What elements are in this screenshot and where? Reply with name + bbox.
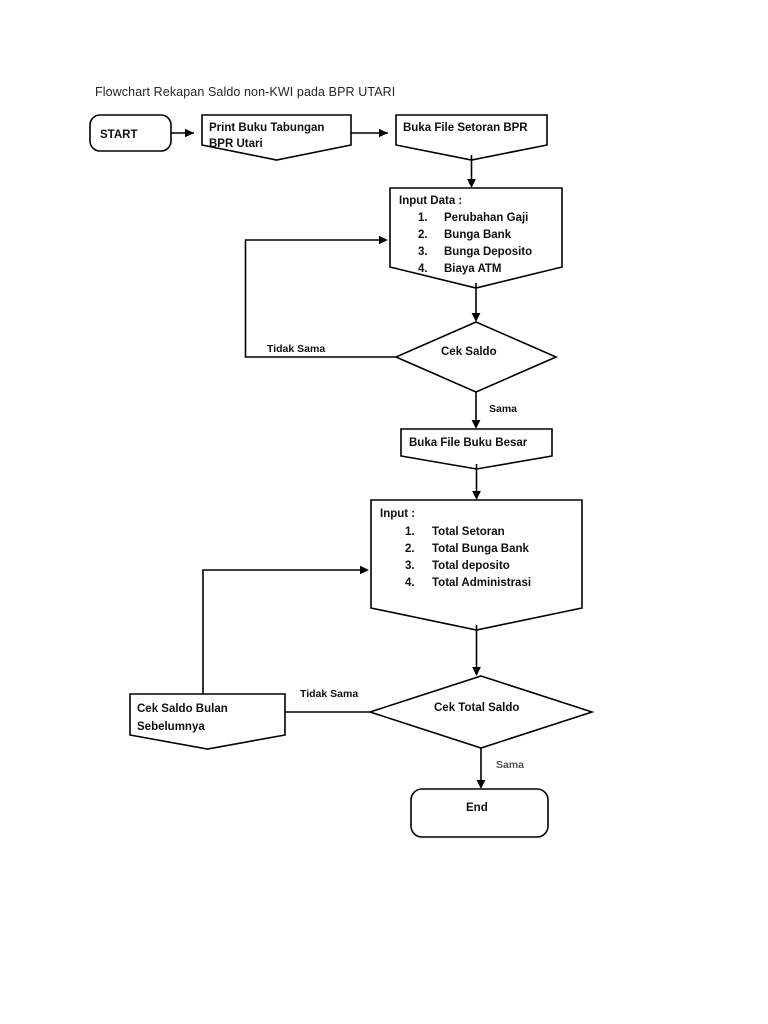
connector-cek-total-sama-to-end: Sama — [476, 748, 524, 789]
input-data-list-item: 3. Bunga Deposito — [418, 246, 532, 258]
node-cek-saldo-bulan-sebelumnya[interactable]: Cek Saldo Bulan Sebelumnya — [129, 693, 286, 750]
node-buka-file-buku-besar[interactable]: Buka File Buku Besar — [400, 428, 553, 470]
node-input-total[interactable]: Input : 1. Total Setoran 2. Total Bunga … — [370, 499, 583, 631]
connector-cek-saldo-bulan-loop — [202, 565, 369, 694]
list-item-text: Total Administrasi — [432, 577, 531, 589]
connector-cek-saldo-sama: Sama — [471, 392, 517, 429]
list-item-text: Total Bunga Bank — [432, 543, 530, 555]
arrowhead-icon — [471, 313, 481, 322]
connector-cek-saldo-tidak-sama-loop: Tidak Sama — [244, 235, 396, 358]
connector-input-data-to-cek-saldo — [471, 283, 481, 322]
page-title: Flowchart Rekapan Saldo non-KWI pada BPR… — [95, 85, 395, 99]
input-data-shape — [389, 187, 563, 289]
buka-setoran-shape — [395, 114, 548, 161]
input-total-heading: Input : — [380, 508, 415, 520]
input-total-list-item: 2. Total Bunga Bank — [405, 543, 530, 555]
node-buka-file-setoran[interactable]: Buka File Setoran BPR — [395, 114, 548, 161]
input-data-list-item: 1. Perubahan Gaji — [418, 212, 528, 224]
list-item-text: Bunga Bank — [444, 229, 512, 241]
connector-cek-total-tidak-sama: Tidak Sama — [285, 688, 370, 713]
arrowhead-icon — [360, 565, 369, 575]
list-item-number: 4. — [405, 577, 415, 589]
input-total-list-item: 3. Total deposito — [405, 560, 510, 572]
edge-label-tidak-sama-bawah: Tidak Sama — [300, 688, 358, 700]
start-label: START — [100, 129, 137, 141]
buka-setoran-label: Buka File Setoran BPR — [403, 122, 528, 134]
print-buku-label-line1: Print Buku Tabungan — [209, 122, 324, 134]
arrowhead-icon — [379, 235, 388, 245]
print-buku-shape — [201, 114, 352, 161]
print-buku-label-line2: BPR Utari — [209, 138, 263, 150]
cek-total-saldo-label: Cek Total Saldo — [434, 702, 519, 714]
list-item-number: 3. — [418, 246, 428, 258]
list-item-text: Bunga Deposito — [444, 246, 532, 258]
list-item-number: 1. — [418, 212, 428, 224]
arrowhead-icon — [472, 491, 481, 500]
list-item-text: Biaya ATM — [444, 263, 502, 275]
connector-buku-besar-to-input-total — [472, 464, 481, 500]
list-item-number: 3. — [405, 560, 415, 572]
input-data-heading: Input Data : — [399, 195, 462, 207]
connector-input-total-to-cek-total — [472, 625, 481, 676]
arrowhead-icon — [471, 420, 481, 429]
edge-label-sama-atas: Sama — [489, 403, 517, 415]
input-total-shape — [370, 499, 583, 631]
arrowhead-icon — [476, 780, 486, 789]
list-item-text: Total Setoran — [432, 526, 505, 538]
input-data-list-item: 4. Biaya ATM — [418, 263, 502, 275]
end-terminator-shape — [410, 788, 549, 838]
cek-saldo-bulan-label-line1: Cek Saldo Bulan — [137, 703, 228, 715]
arrowhead-icon — [185, 128, 194, 138]
cek-saldo-bulan-shape — [129, 693, 286, 750]
list-item-number: 2. — [405, 543, 415, 555]
connector-setoran-to-input-data — [467, 155, 476, 188]
node-cek-saldo[interactable]: Cek Saldo — [394, 321, 558, 393]
input-total-list-item: 4. Total Administrasi — [405, 577, 531, 589]
arrowhead-icon — [467, 179, 476, 188]
cek-saldo-bulan-label-line2: Sebelumnya — [137, 721, 205, 733]
input-total-list-item: 1. Total Setoran — [405, 526, 505, 538]
arrowhead-icon — [472, 667, 481, 676]
edge-label-tidak-sama-atas: Tidak Sama — [267, 343, 325, 355]
node-cek-total-saldo[interactable]: Cek Total Saldo — [367, 675, 595, 749]
node-start[interactable]: START — [89, 114, 172, 152]
buka-buku-besar-label: Buka File Buku Besar — [409, 437, 528, 449]
arrowhead-icon — [379, 128, 388, 138]
node-print-buku-tabungan[interactable]: Print Buku Tabungan BPR Utari — [201, 114, 352, 161]
buka-buku-besar-shape — [400, 428, 553, 470]
edge-label-sama-bawah: Sama — [496, 759, 524, 771]
node-input-data[interactable]: Input Data : 1. Perubahan Gaji 2. Bunga … — [389, 187, 563, 289]
list-item-text: Total deposito — [432, 560, 510, 572]
cek-saldo-label: Cek Saldo — [441, 346, 497, 358]
connector-print-to-buka-setoran — [351, 128, 388, 138]
list-item-number: 1. — [405, 526, 415, 538]
list-item-text: Perubahan Gaji — [444, 212, 528, 224]
end-label: End — [466, 802, 488, 814]
list-item-number: 4. — [418, 263, 428, 275]
connector-start-to-print — [171, 128, 194, 138]
input-data-list-item: 2. Bunga Bank — [418, 229, 512, 241]
node-end[interactable]: End — [410, 788, 549, 838]
list-item-number: 2. — [418, 229, 428, 241]
